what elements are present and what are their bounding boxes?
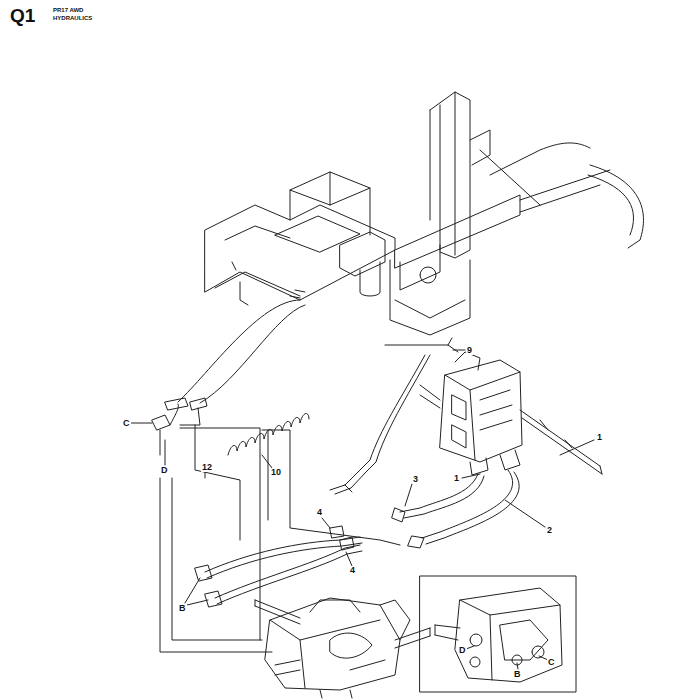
- callout-label: 1: [453, 474, 460, 483]
- hoses-4: [195, 526, 362, 607]
- callout-label: 4: [316, 508, 323, 517]
- spring-coil: [228, 413, 309, 455]
- hoses-2-3: [392, 470, 519, 548]
- callout-label: 3: [412, 475, 419, 484]
- inset-view: [420, 576, 576, 692]
- callout-label: 1: [596, 433, 603, 442]
- callout-label: 9: [466, 346, 473, 355]
- callout-label: B: [513, 670, 522, 679]
- front-pump: [420, 352, 602, 475]
- callout-label: C: [547, 658, 556, 667]
- callout-label: 2: [546, 526, 553, 535]
- callout-label: D: [160, 466, 169, 475]
- callout-label: C: [122, 419, 131, 428]
- callout-label: 10: [270, 468, 282, 477]
- subtitle-text: HYDRAULICS: [52, 15, 93, 21]
- callout-label: D: [458, 646, 467, 655]
- hydraulic-hoses: [152, 290, 458, 652]
- leader-lines: [131, 350, 594, 669]
- callout-label: 4: [349, 566, 356, 575]
- callout-label: 12: [201, 463, 213, 472]
- rear-transmission: [255, 598, 430, 698]
- subtitle-text: PR17 AWD: [52, 7, 84, 13]
- page-title: Q1: [10, 6, 35, 25]
- callout-label: B: [178, 604, 187, 613]
- chassis-frame: [205, 92, 643, 335]
